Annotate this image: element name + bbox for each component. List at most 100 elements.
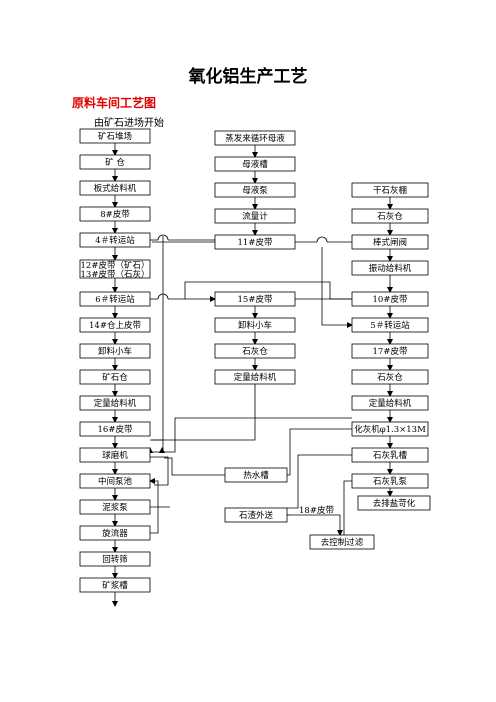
node-slaker: 化灰机φ1.3×13M [351,421,429,437]
node-cyclone: 旋流器 [79,525,151,541]
flow-arrow [287,514,343,536]
node-slurry_pump-label: 泥浆泵 [102,502,128,513]
node-slurry_tank-label: 矿浆槽 [102,580,128,591]
node-st4-label: 4＃转运站 [95,235,135,246]
node-b16: 16#皮带 [79,421,151,437]
belt18-label: 18#皮带 [299,505,334,516]
node-lime_silo2-label: 石灰仓 [377,211,403,222]
node-ore_silo-box [79,369,151,385]
node-mill-box [79,447,151,463]
node-bar_gate-label: 棒式闸阀 [373,237,407,248]
node-ore_yard-label: 矿石堆场 [98,131,132,142]
page-title: 氧化铝生产工艺 [188,67,308,87]
node-b14-box [79,317,151,333]
node-to_caust-label: 去排盐苛化 [373,498,416,509]
node-trip1: 卸料小车 [79,343,151,359]
node-st4-box [79,232,151,248]
node-trip1-box [79,343,151,359]
node-b17-box [351,343,429,359]
node-lime_silo2-box [351,208,429,224]
flow-line [164,457,225,476]
node-st5-box [351,317,429,333]
node-to-control-filter-box [309,534,375,550]
node-ore_bin-box [79,154,151,170]
node-lime_silo3-label: 石灰仓 [377,372,403,383]
node-pump_pool-box [79,473,151,489]
node-milk_tank: 石灰乳槽 [351,447,429,463]
node-trommel: 回转筛 [79,551,151,567]
node-hot-water-tank: 热水槽 [224,467,288,483]
node-flowmeter-box [214,208,296,224]
node-b16-box [79,421,151,437]
node-slaker-box [351,421,429,437]
node-b15-box [214,291,296,307]
node-flowmeter-label: 流量计 [242,211,268,222]
node-liquor_tank-box [214,156,296,172]
node-st6-label: 6＃转运站 [95,294,135,305]
node-to_caust: 去排盐苛化 [357,495,431,511]
section-title: 原料车间工艺图 [72,96,157,110]
node-ore_bin-label: 矿 仓 [105,157,125,168]
node-mill-label: 球磨机 [102,450,128,461]
node-b12: 12#皮带（矿石）13#皮带（石灰） [79,259,151,280]
node-b17-label: 17#皮带 [373,346,408,357]
line-hop [157,234,169,241]
node-feeder1: 定量给料机 [79,395,151,411]
node-milk_tank-label: 石灰乳槽 [373,450,408,461]
node-trommel-label: 回转筛 [102,554,128,565]
node-liquor_tank: 母液槽 [214,156,296,172]
node-st4: 4＃转运站 [79,232,151,248]
node-milk_pump: 石灰乳泵 [351,473,429,489]
node-ore_silo: 矿石仓 [79,369,151,385]
node-slaker-label: 化灰机φ1.3×13M [354,424,426,435]
node-lime_silo1-label: 石灰仓 [242,346,268,357]
node-slurry_tank: 矿浆槽 [79,577,151,593]
node-b8-label: 8#皮带 [100,209,130,220]
node-ore_yard: 矿石堆场 [79,128,151,144]
node-milk_pump-box [351,473,429,489]
node-b8-box [79,206,151,222]
node-lime_shed: 干石灰棚 [351,182,429,198]
node-trip2-box [214,317,296,333]
node-slurry_tank-box [79,577,151,593]
start-note: 由矿石进场开始 [94,118,164,129]
node-liquor_evap-box [214,130,296,146]
flow-line [287,454,352,509]
node-feeder1-box [79,395,151,411]
node-residue-out-box [224,507,288,523]
node-apron-label: 板式给料机 [94,183,137,194]
node-lime_silo2: 石灰仓 [351,208,429,224]
flow-line [343,480,352,535]
flow-arrow [321,247,353,328]
node-liquor_pump-box [214,182,296,198]
node-b12-label: 12#皮带（矿石） [81,260,150,271]
node-residue-out: 石渣外送 [224,507,288,523]
node-trommel-box [79,551,151,567]
node-st6-box [79,291,151,307]
node-liquor_evap-label: 蒸发来循环母液 [225,133,285,144]
node-b11-box [214,234,296,250]
node-slurry_pump: 泥浆泵 [79,499,151,515]
node-b10-label: 10#皮带 [373,294,408,305]
node-mill: 球磨机 [79,447,151,463]
node-b15: 15#皮带 [214,291,296,307]
node-pump_pool: 中间泵池 [79,473,151,489]
node-b10: 10#皮带 [351,291,429,307]
node-b12-box [79,259,151,279]
node-b11-label: 11#皮带 [238,237,273,248]
node-apron: 板式给料机 [79,180,151,196]
node-b12-label: 13#皮带（石灰） [81,269,150,280]
node-cyclone-label: 旋流器 [102,528,128,539]
node-trip1-label: 卸料小车 [98,346,132,357]
node-liquor_pump: 母液泵 [214,182,296,198]
node-b14: 14#仓上皮带 [79,317,151,333]
node-b17: 17#皮带 [351,343,429,359]
node-to-control-filter-label: 去控制过滤 [321,537,364,548]
node-milk_pump-label: 石灰乳泵 [373,476,408,487]
node-cyclone-box [79,525,151,541]
node-residue-out-label: 石渣外送 [239,510,274,521]
node-bar_gate: 棒式闸阀 [351,234,429,250]
